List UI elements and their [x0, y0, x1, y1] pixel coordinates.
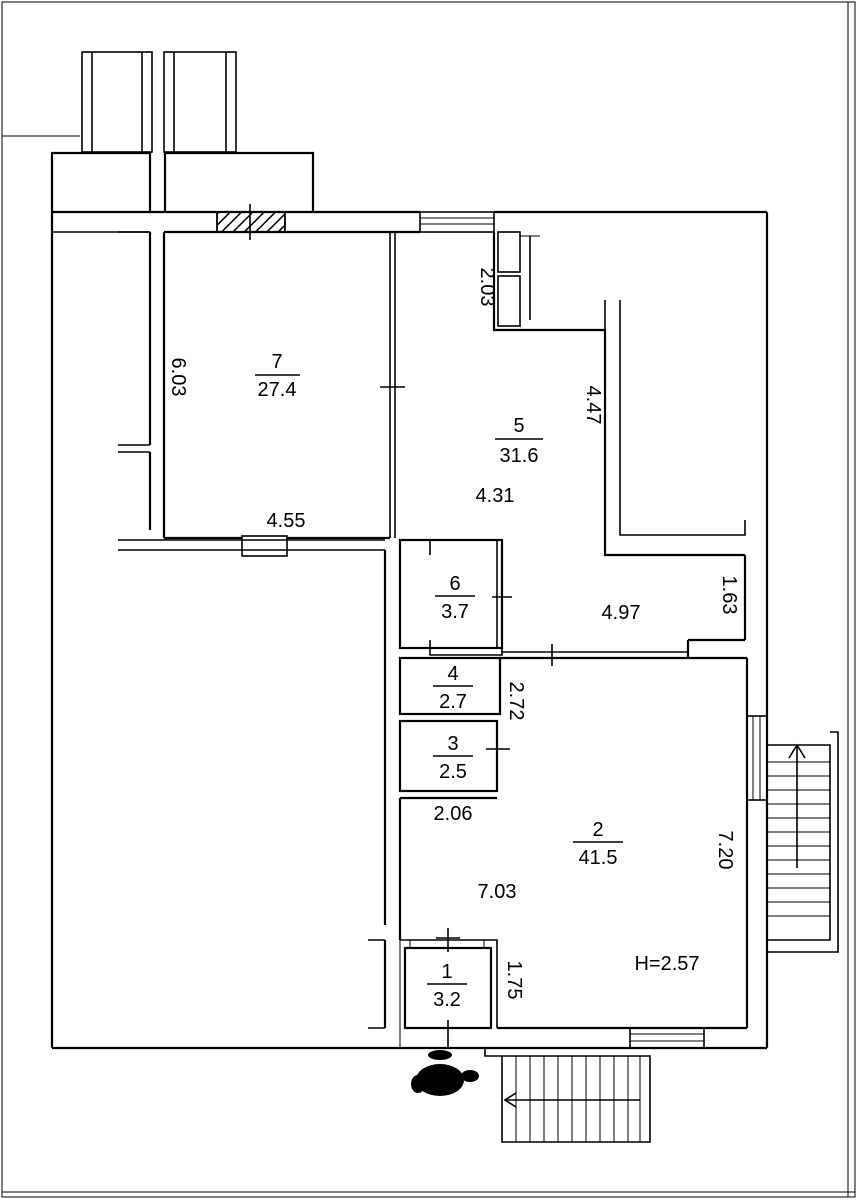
door-5-2 — [502, 644, 688, 666]
right-stairs — [767, 731, 839, 953]
dim-7-20: 7.20 — [714, 831, 736, 870]
room-number: 5 — [513, 415, 524, 437]
room-area: 3.2 — [433, 989, 461, 1011]
room-area: 2.5 — [439, 761, 467, 783]
room-label-1: 1 3.2 — [427, 961, 467, 1011]
dim-6-03: 6.03 — [167, 358, 189, 397]
left-hall-walls — [118, 539, 387, 1029]
room-label-4: 4 2.7 — [433, 663, 473, 713]
dim-2-72: 2.72 — [505, 682, 527, 721]
dim-4-97: 4.97 — [602, 602, 641, 624]
dim-2-06: 2.06 — [434, 803, 473, 825]
room-number: 2 — [592, 819, 603, 841]
dim-4-31: 4.31 — [476, 485, 515, 507]
dim-4-55: 4.55 — [267, 510, 306, 532]
dim-2-03: 2.03 — [476, 268, 498, 307]
outer-walls — [50, 210, 769, 1050]
room-7-walls — [118, 230, 420, 557]
ceiling-height: H=2.57 — [634, 953, 699, 975]
room-area: 3.7 — [441, 601, 469, 623]
room-number: 3 — [447, 733, 458, 755]
room-label-7: 7 27.4 — [255, 351, 300, 401]
dim-4-47: 4.47 — [582, 386, 604, 425]
room-1-walls — [399, 928, 498, 1048]
entrance-person-icon — [411, 1050, 479, 1096]
room-area: 27.4 — [258, 379, 297, 401]
right-window — [746, 715, 768, 801]
room-area: 41.5 — [579, 847, 618, 869]
room-6-walls — [398, 538, 512, 656]
room-label-5: 5 31.6 — [495, 415, 543, 467]
room-number: 1 — [441, 961, 452, 983]
room-number: 6 — [449, 573, 460, 595]
bottom-window — [629, 1027, 705, 1049]
dim-1-75: 1.75 — [503, 961, 525, 1000]
room-area: 31.6 — [500, 445, 539, 467]
room-label-2: 2 41.5 — [573, 819, 623, 869]
top-window — [419, 211, 495, 233]
dim-7-03: 7.03 — [478, 881, 517, 903]
room-3-walls — [398, 719, 510, 793]
room-label-3: 3 2.5 — [433, 733, 473, 783]
room-area: 2.7 — [439, 691, 467, 713]
room-number: 4 — [447, 663, 458, 685]
dim-1-63: 1.63 — [718, 576, 740, 615]
room-label-6: 6 3.7 — [435, 573, 475, 623]
room-5-walls — [492, 231, 747, 658]
room-number: 7 — [271, 351, 282, 373]
bottom-stairs — [484, 1048, 651, 1143]
hatched-chimney — [216, 211, 286, 233]
room-4-walls — [398, 656, 502, 716]
top-annex — [50, 51, 315, 212]
stairs-arrow-icon — [788, 743, 806, 759]
